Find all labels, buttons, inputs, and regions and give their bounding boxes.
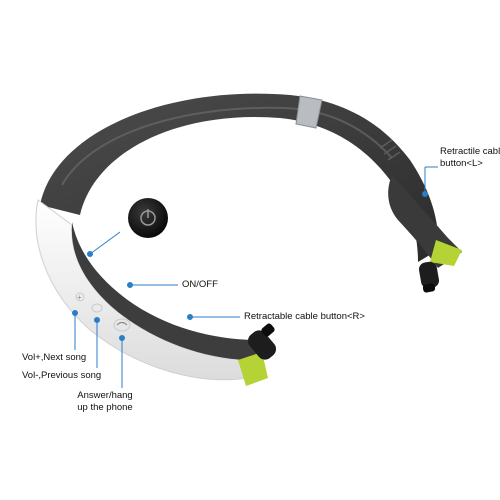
label-retractile-right: Retractable cable button<R> [244,311,365,322]
callout-dot-retractile-left [422,191,428,197]
left-green-cap [238,352,268,386]
label-answer-line1: Answer/hang [77,390,133,401]
right-tail [388,175,462,293]
metal-segment [295,95,323,129]
earbud-right-icon [418,261,440,293]
neckband [40,93,439,262]
earbud-left-icon [247,323,277,360]
button-answer [113,318,131,332]
neckband-outer [40,93,439,262]
label-on-off: ON/OFF [182,279,218,290]
callout-line-power [89,231,121,255]
button-vol-plus: + [75,292,85,302]
callout-lines [72,166,438,388]
label-retractile-left-line2: button<L> [440,158,483,169]
phone-icon [116,321,128,326]
left-body-dark-inner [71,222,262,361]
neckband-highlight [61,106,393,186]
plus-icon: + [77,293,82,302]
label-retractile-left-line1: Retractile cable [440,146,500,157]
band-texture [379,139,401,161]
label-vol-minus: Vol-,Previous song [22,370,102,381]
right-tail-green-cap [430,240,462,266]
button-vol-minus [91,303,103,313]
label-answer-line2: up the phone [77,402,133,413]
left-body: + [35,199,277,386]
power-button-closeup-icon [128,198,168,238]
label-vol-plus: Vol+,Next song [22,352,87,363]
